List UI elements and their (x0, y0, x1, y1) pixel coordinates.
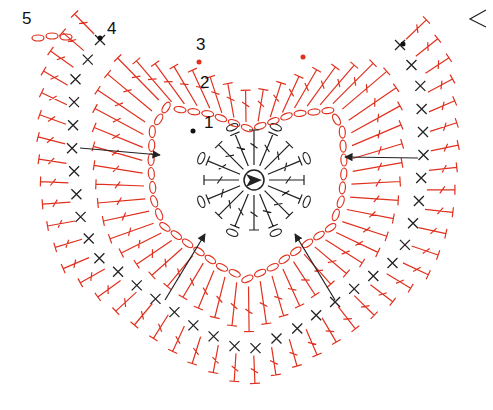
chain-stitch (148, 139, 155, 151)
join-arrows (80, 148, 418, 300)
round-number: 3 (196, 36, 205, 53)
chain-stitch (149, 125, 156, 137)
chain-stitch (266, 262, 279, 272)
chain-stitch (294, 110, 307, 117)
stitch-group (32, 11, 459, 384)
chain-stitch (226, 228, 239, 238)
chain-stitch (302, 152, 312, 165)
start-dot (301, 55, 306, 60)
double-crochet-stitches (204, 130, 304, 230)
chain-stitch (340, 168, 347, 181)
chain-stitch (32, 35, 44, 41)
start-dot (191, 129, 196, 134)
magic-ring-arrow (246, 174, 262, 187)
chain-stitch (160, 101, 171, 114)
chain-stitch (289, 245, 302, 257)
chain-stitch (331, 208, 341, 221)
start-dot (401, 42, 406, 47)
chain-stitch (148, 153, 155, 165)
chain-stitch (302, 195, 312, 208)
chain-stitch (215, 262, 228, 273)
chain-stitch (241, 274, 254, 284)
chain-stitch (280, 112, 293, 122)
start-dot (98, 36, 103, 41)
chain-stitch (331, 113, 342, 126)
single-crochet-stitches (67, 35, 428, 353)
chain-stitch (339, 126, 346, 138)
chain-stitch (322, 107, 335, 114)
chain-stitch (278, 253, 291, 265)
chain-stitch (227, 118, 240, 128)
chain-stitch (228, 268, 241, 279)
chain-stitch (341, 154, 348, 166)
chain-stitch (308, 108, 321, 115)
chain-stitch (204, 254, 217, 266)
chain-stitch (214, 113, 227, 123)
join-arrow (295, 234, 335, 300)
chain-stitch (226, 122, 239, 132)
chain-stitch (339, 182, 346, 195)
start-dot (197, 60, 202, 65)
chain-stitch (312, 230, 325, 242)
chain-stitch (240, 123, 253, 133)
round-number: 1 (204, 114, 213, 131)
double-crochet-stitches (37, 11, 460, 384)
chain-stitch (187, 108, 200, 116)
chain-stitch (46, 33, 58, 39)
chain-stitch (324, 222, 337, 234)
chain-stitch (340, 140, 347, 152)
chain-stitch (154, 208, 164, 221)
direction-symbol (470, 10, 486, 27)
round-number: 5 (22, 10, 31, 27)
chain-stitch (181, 237, 194, 249)
chain-stitch (269, 228, 282, 238)
round-number: 2 (200, 74, 209, 91)
join-arrow (165, 234, 205, 300)
chain-stitch (149, 195, 159, 208)
chain-stitch (153, 113, 164, 126)
join-arrow (80, 148, 160, 155)
chain-stitch (267, 116, 280, 126)
chain-stitch (149, 181, 156, 194)
chain-stitch (158, 221, 171, 233)
chain-stitch (174, 106, 187, 114)
round-number: 4 (107, 20, 116, 37)
chain-stitch (148, 167, 155, 180)
join-arrow (345, 157, 418, 158)
magic-ring (244, 170, 264, 190)
chain-stitch (196, 195, 206, 208)
chain-stitch (336, 195, 346, 208)
chain-stitch (170, 229, 183, 241)
chain-stitch (196, 152, 206, 165)
chain-stitch (253, 268, 266, 278)
